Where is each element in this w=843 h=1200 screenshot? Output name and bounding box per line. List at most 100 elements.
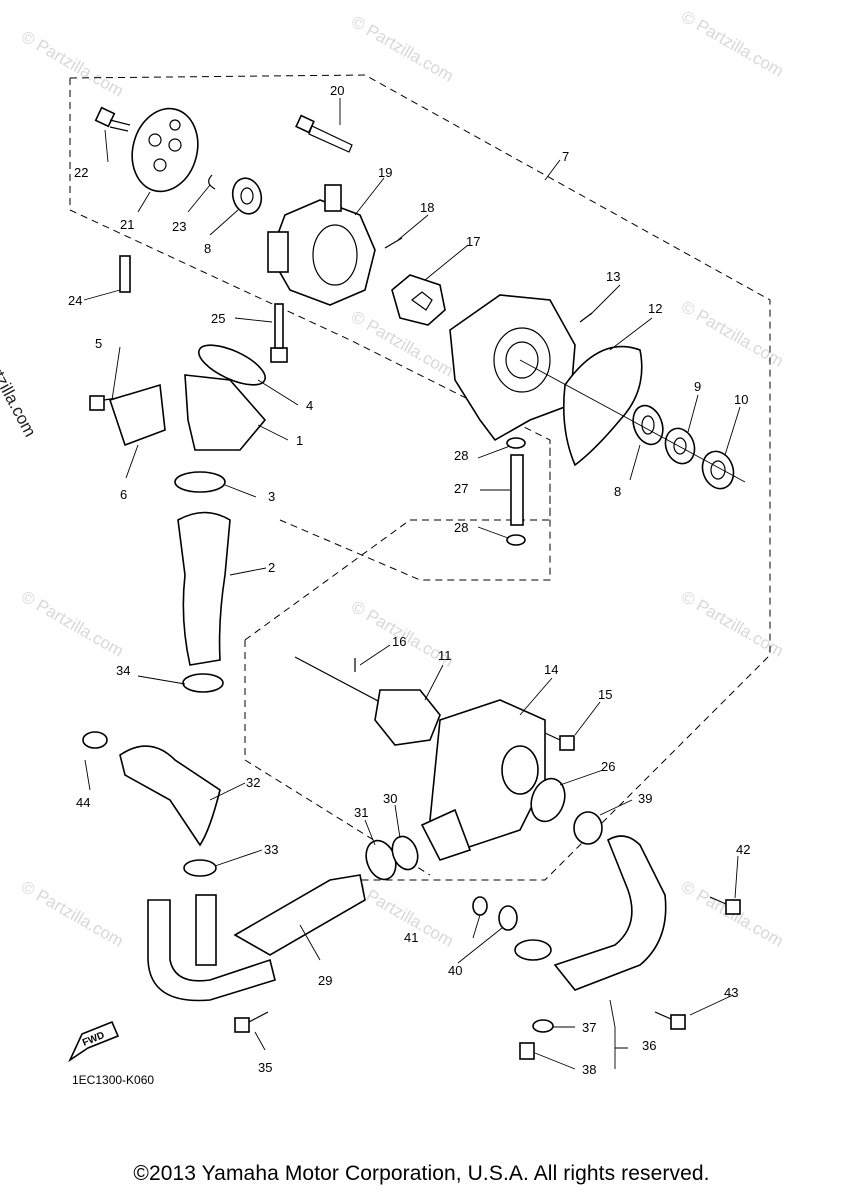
callout-label: 3 — [268, 489, 275, 504]
callout-label: 21 — [120, 217, 134, 232]
hose-32 — [119, 745, 221, 847]
callout-label: 32 — [246, 775, 260, 790]
outlet-pipe-1 — [184, 374, 267, 451]
callout-label: 37 — [582, 1020, 596, 1035]
bearing-8-upper — [231, 177, 263, 215]
callout-label: 33 — [264, 842, 278, 857]
callout-label: 1 — [296, 433, 303, 448]
bracket-6 — [108, 383, 166, 447]
leader-lines — [83, 98, 741, 1070]
callout-label: 15 — [598, 687, 612, 702]
axis-line — [519, 359, 746, 483]
hose-clamp-34 — [182, 673, 224, 693]
reference-code: 1EC1300-K060 — [72, 1073, 155, 1087]
callout-label: 10 — [734, 392, 748, 407]
pump-outlet — [501, 745, 539, 795]
callout-label: 13 — [606, 269, 620, 284]
o-ring-28-lower — [506, 534, 526, 546]
o-ring-28-upper — [506, 437, 526, 449]
mechanical-seal-10 — [701, 450, 735, 490]
callout-label: 25 — [211, 311, 225, 326]
pipe-36-inlet — [514, 939, 552, 961]
callout-label: 19 — [378, 165, 392, 180]
pump-cover-outline — [244, 440, 551, 876]
callout-label: 9 — [694, 379, 701, 394]
callout-label: 5 — [95, 336, 102, 351]
callout-label: 44 — [76, 795, 90, 810]
callout-label: 12 — [648, 301, 662, 316]
callout-label: 2 — [268, 560, 275, 575]
hose-clamp-3 — [174, 471, 226, 493]
callout-label: 14 — [544, 662, 558, 677]
bolt-5 — [89, 395, 131, 411]
water-pump-cover-12-assy — [449, 294, 576, 442]
dowel-24 — [119, 255, 131, 293]
pipe-stub — [195, 894, 217, 966]
callout-label: 26 — [601, 759, 615, 774]
callout-label: 8 — [614, 484, 621, 499]
hose-2 — [177, 511, 231, 666]
impeller-11 — [374, 689, 441, 746]
pump-housing-19 — [267, 184, 376, 306]
pipe-36 — [553, 835, 667, 991]
watermark: © Partzilla.com — [18, 587, 127, 661]
callout-label: 22 — [74, 165, 88, 180]
watermark: © Partzilla.com — [18, 877, 127, 951]
callout-label: 38 — [582, 1062, 596, 1077]
gasket-12 — [563, 345, 643, 467]
pin-18 — [384, 237, 403, 249]
callout-label: 27 — [454, 481, 468, 496]
o-ring-30 — [391, 835, 419, 871]
bolt-43 — [654, 1011, 686, 1030]
callout-label: 43 — [724, 985, 738, 1000]
callout-label: 39 — [638, 791, 652, 806]
o-ring-4 — [198, 344, 266, 386]
bolt-20 — [295, 114, 353, 153]
fwd-arrow-icon: FWD — [68, 1020, 120, 1063]
collar-41 — [472, 896, 488, 916]
callout-label: 17 — [466, 234, 480, 249]
callout-label: 28 — [454, 448, 468, 463]
oil-seal-9 — [664, 427, 696, 465]
rotor-17 — [391, 274, 446, 326]
bolt-25 — [270, 303, 288, 363]
callout-label: 29 — [318, 973, 332, 988]
watermark: © Partzilla.com — [18, 27, 127, 101]
watermark: © Partzilla.com — [348, 877, 457, 951]
bolt-15 — [544, 732, 575, 751]
callout-label: 11 — [438, 648, 452, 663]
clamp-33 — [183, 859, 217, 877]
bolt-42 — [709, 896, 741, 915]
callout-label: 35 — [258, 1060, 272, 1075]
callout-label: 31 — [354, 805, 368, 820]
circlip-23 — [208, 174, 216, 190]
callout-label: 41 — [404, 930, 418, 945]
callout-label: 24 — [68, 293, 82, 308]
pipe-27 — [510, 454, 524, 526]
copyright-notice: ©2013 Yamaha Motor Corporation, U.S.A. A… — [133, 1162, 710, 1185]
watermark: © Partzilla.com — [678, 7, 787, 81]
drain-bolt-38 — [519, 1042, 535, 1060]
callout-label: 36 — [642, 1038, 656, 1053]
callout-label: 40 — [448, 963, 462, 978]
bearing-8-lower — [632, 404, 664, 446]
callout-label: 8 — [204, 241, 211, 256]
callout-label: 6 — [120, 487, 127, 502]
bolt-35 — [234, 1011, 269, 1033]
callout-label: 7 — [562, 149, 569, 164]
sprocket-21 — [131, 107, 199, 193]
callout-label: 34 — [116, 663, 130, 678]
o-ring-26 — [530, 777, 566, 823]
o-ring-39 — [573, 811, 603, 845]
callout-label: 20 — [330, 83, 344, 98]
callout-label: 18 — [420, 200, 434, 215]
callout-numbers: 1 2 3 4 5 6 7 8 8 9 10 11 12 13 14 15 16… — [68, 83, 750, 1077]
pump-inlet — [420, 808, 472, 861]
callout-label: 30 — [383, 791, 397, 806]
coolant-pipe-left — [147, 899, 276, 1002]
hose-clamp-44 — [82, 731, 108, 749]
gasket-37 — [532, 1019, 554, 1033]
pipe-29 — [233, 874, 366, 956]
damper-40 — [498, 905, 518, 931]
